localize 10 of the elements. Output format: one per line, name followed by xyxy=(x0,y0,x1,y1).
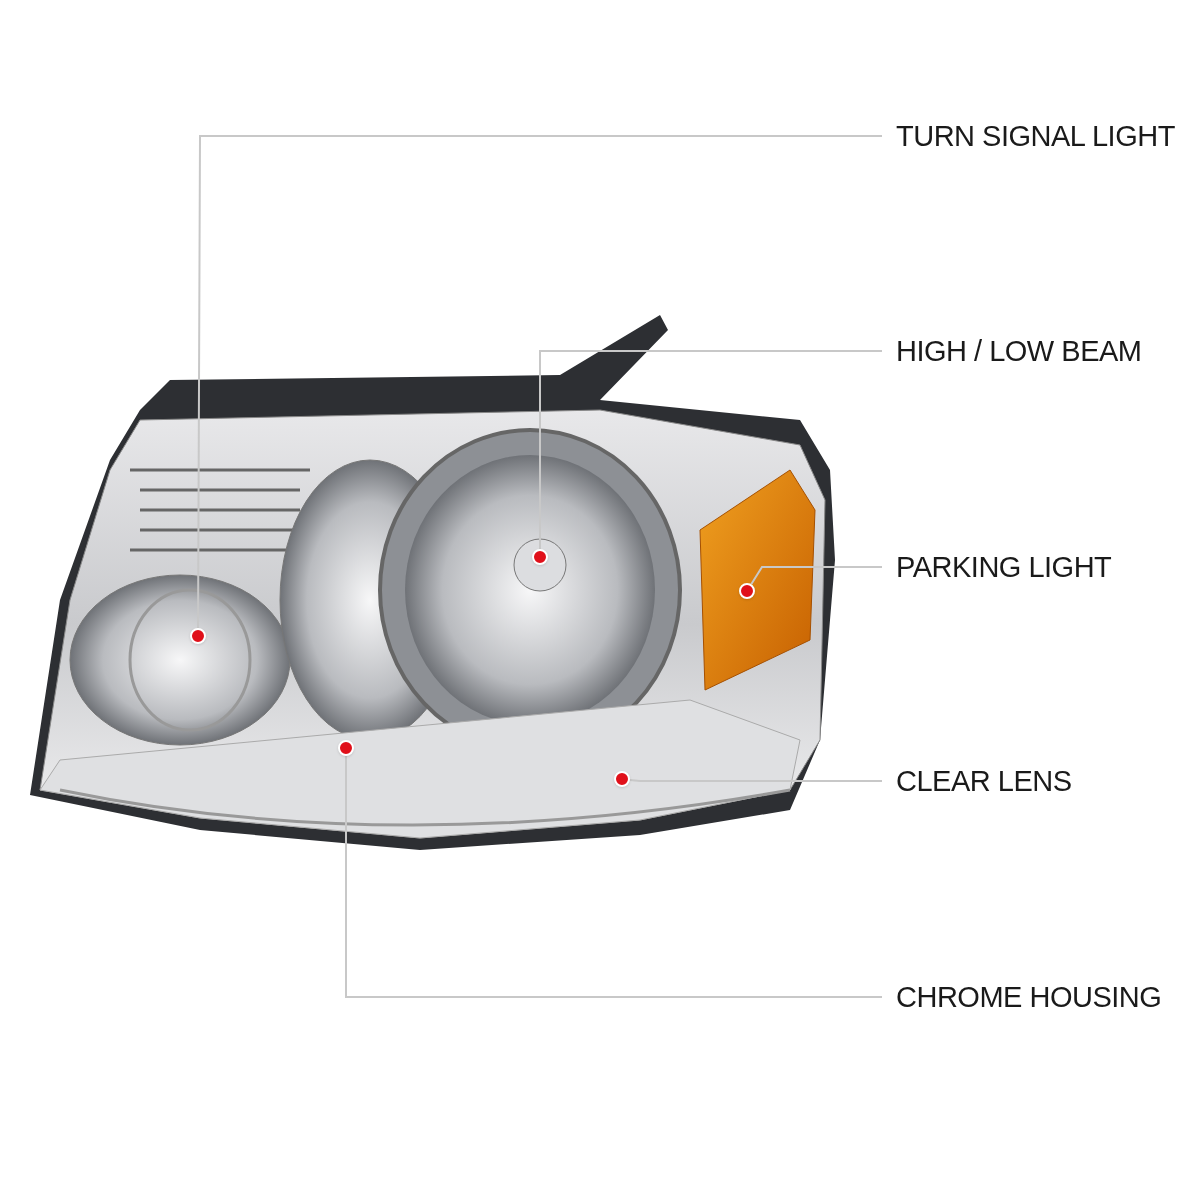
leader-line xyxy=(628,778,883,782)
part-label: TURN SIGNAL LIGHT xyxy=(896,119,1175,154)
part-label: HIGH / LOW BEAM xyxy=(896,334,1142,369)
leader-line xyxy=(539,350,883,550)
part-label: CLEAR LENS xyxy=(896,764,1072,799)
leader-line xyxy=(345,755,883,998)
part-label: CHROME HOUSING xyxy=(896,980,1162,1015)
part-label: PARKING LIGHT xyxy=(896,550,1112,585)
leader-line xyxy=(750,566,883,586)
leader-line xyxy=(197,135,883,629)
